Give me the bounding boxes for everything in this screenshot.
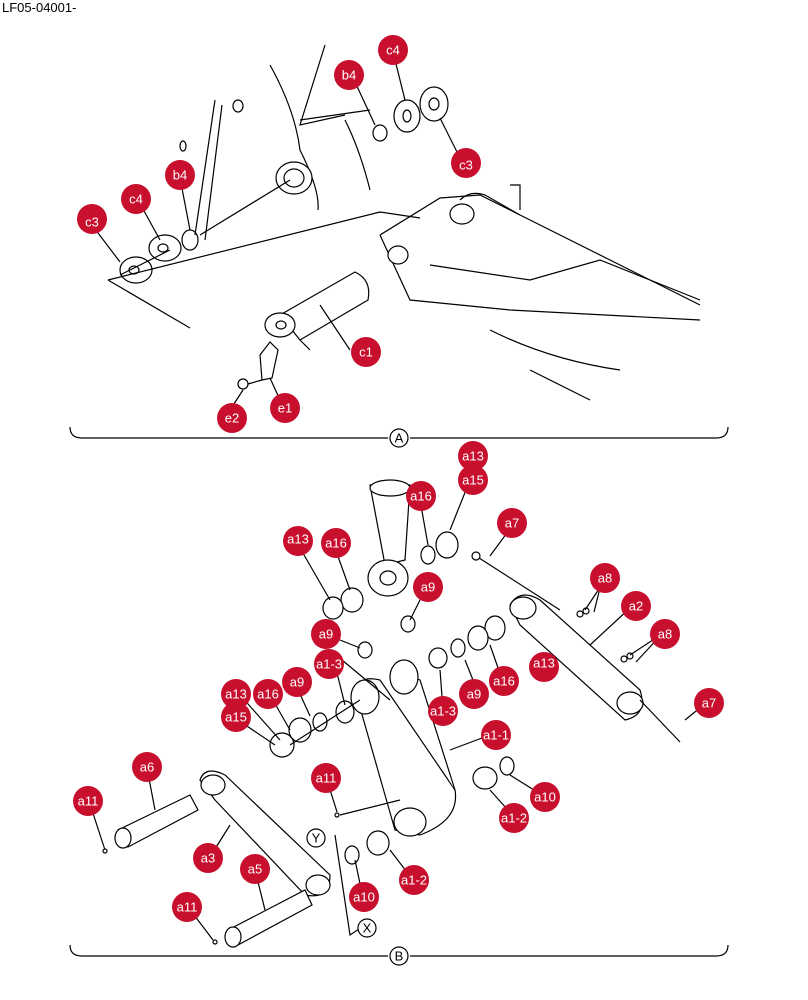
svg-text:a13: a13 [533, 656, 555, 671]
callout-a7-right[interactable]: a7 [694, 688, 724, 718]
svg-text:a16: a16 [410, 489, 432, 504]
svg-text:a6: a6 [140, 760, 154, 775]
callout-a8-right[interactable]: a8 [650, 619, 680, 649]
callout-a9-right[interactable]: a9 [459, 679, 489, 709]
callout-b4-left[interactable]: b4 [165, 160, 195, 190]
svg-text:a1-3: a1-3 [316, 657, 342, 672]
svg-text:a10: a10 [353, 890, 375, 905]
svg-text:b4: b4 [173, 168, 187, 183]
callout-a1-3-left[interactable]: a1-3 [314, 649, 344, 679]
svg-text:c1: c1 [359, 345, 373, 360]
svg-text:a16: a16 [325, 536, 347, 551]
svg-text:c3: c3 [85, 215, 99, 230]
callout-a15-left[interactable]: a15 [221, 702, 251, 732]
callout-a9-left2[interactable]: a9 [282, 667, 312, 697]
svg-text:a2: a2 [629, 599, 643, 614]
callout-a15-top[interactable]: a15 [458, 465, 488, 495]
section-b-drawing [69, 479, 729, 957]
callout-a13-mid[interactable]: a13 [283, 526, 313, 556]
section-label-b-text: B [395, 949, 404, 964]
svg-text:c4: c4 [386, 43, 400, 58]
svg-text:a1-1: a1-1 [483, 728, 509, 743]
callout-a13-top[interactable]: a13 [458, 441, 488, 471]
svg-text:c4: c4 [129, 192, 143, 207]
svg-text:a5: a5 [248, 862, 262, 877]
view-label-x: X [357, 918, 377, 938]
callout-a2[interactable]: a2 [621, 591, 651, 621]
callout-a1-2-right[interactable]: a1-2 [499, 803, 529, 833]
svg-text:a9: a9 [290, 675, 304, 690]
svg-text:a16: a16 [257, 687, 279, 702]
svg-text:a13: a13 [287, 532, 309, 547]
svg-text:a9: a9 [319, 627, 333, 642]
callout-a10-right[interactable]: a10 [530, 782, 560, 812]
svg-text:a15: a15 [462, 473, 484, 488]
callout-a13-right[interactable]: a13 [529, 652, 559, 682]
callout-a1-1[interactable]: a1-1 [481, 720, 511, 750]
svg-text:a8: a8 [658, 627, 672, 642]
svg-text:a15: a15 [225, 710, 247, 725]
svg-text:a3: a3 [201, 851, 215, 866]
callout-a5[interactable]: a5 [240, 854, 270, 884]
svg-text:e2: e2 [225, 411, 239, 426]
svg-text:a1-2: a1-2 [501, 811, 527, 826]
svg-text:a10: a10 [534, 790, 556, 805]
callout-a11-bottom[interactable]: a11 [172, 892, 202, 922]
callout-a9-mid[interactable]: a9 [413, 572, 443, 602]
callout-a16-left[interactable]: a16 [253, 679, 283, 709]
svg-text:b4: b4 [342, 68, 356, 83]
svg-text:a9: a9 [467, 687, 481, 702]
svg-text:a13: a13 [225, 687, 247, 702]
view-label-y-text: Y [312, 831, 321, 846]
svg-text:c3: c3 [459, 158, 473, 173]
callout-a3[interactable]: a3 [193, 843, 223, 873]
svg-text:a1-2: a1-2 [401, 873, 427, 888]
callout-a11-mid[interactable]: a11 [311, 763, 341, 793]
section-label-b: B [389, 946, 409, 966]
callout-c4-top[interactable]: c4 [378, 35, 408, 65]
callout-a16-right[interactable]: a16 [489, 666, 519, 696]
callout-a16-top[interactable]: a16 [406, 481, 436, 511]
svg-text:a1-3: a1-3 [430, 704, 456, 719]
callout-e1[interactable]: e1 [270, 393, 300, 423]
svg-text:a16: a16 [493, 674, 515, 689]
svg-text:a11: a11 [177, 900, 198, 915]
callout-c4-left[interactable]: c4 [121, 184, 151, 214]
callout-a16-mid[interactable]: a16 [321, 528, 351, 558]
callout-c1[interactable]: c1 [351, 337, 381, 367]
callout-a6[interactable]: a6 [132, 752, 162, 782]
svg-text:a11: a11 [316, 771, 337, 786]
section-label-a-text: A [395, 431, 404, 446]
callout-b4-top[interactable]: b4 [334, 60, 364, 90]
svg-text:a7: a7 [702, 696, 716, 711]
callout-a1-3-center[interactable]: a1-3 [428, 696, 458, 726]
svg-text:a7: a7 [505, 516, 519, 531]
svg-text:e1: e1 [278, 401, 292, 416]
callout-a8-top[interactable]: a8 [590, 563, 620, 593]
callout-a9-left[interactable]: a9 [311, 619, 341, 649]
callout-c3-top[interactable]: c3 [451, 148, 481, 178]
callout-layer: c4 b4 c3 c3 c4 b4 c1 e1 e2 a13 a15 a16 a… [73, 35, 724, 922]
svg-text:a13: a13 [462, 449, 484, 464]
callout-a7-top[interactable]: a7 [497, 508, 527, 538]
view-label-x-text: X [363, 921, 372, 936]
callout-a11-left[interactable]: a11 [73, 786, 103, 816]
svg-text:a11: a11 [78, 794, 99, 809]
view-label-y: Y [306, 828, 326, 848]
callout-c3-left[interactable]: c3 [77, 204, 107, 234]
document-code: LF05-04001- [2, 0, 77, 15]
section-a-drawing [69, 44, 729, 439]
callout-e2[interactable]: e2 [217, 403, 247, 433]
callout-a13-left[interactable]: a13 [221, 679, 251, 709]
svg-text:a9: a9 [421, 580, 435, 595]
svg-text:a8: a8 [598, 571, 612, 586]
section-label-a: A [389, 428, 409, 448]
callout-a1-2-bottom[interactable]: a1-2 [399, 865, 429, 895]
callout-a10-bottom[interactable]: a10 [349, 882, 379, 912]
